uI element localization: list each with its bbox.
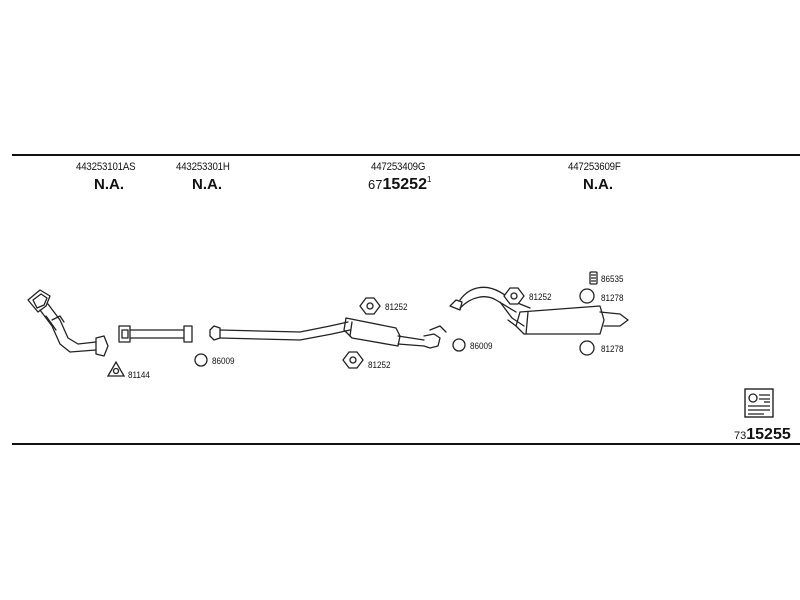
part-number-rear-silencer: 447253609F: [568, 161, 621, 173]
hardware-label-81252: 81252: [385, 302, 408, 312]
catalog-number: 7315255: [734, 426, 791, 443]
part-number-intermediate-pipe: 443253301H: [176, 161, 230, 173]
gasket-ring-86009-icon: [194, 353, 208, 367]
header-divider: [12, 154, 800, 156]
mounting-ring-81278-icon: [579, 340, 595, 356]
part-number-front-pipe: 443253101AS: [76, 161, 136, 173]
bracket-86535-icon: [589, 271, 598, 285]
part-availability-front-pipe: N.A.: [94, 176, 124, 193]
part-availability-rear-silencer: N.A.: [583, 176, 613, 193]
hardware-label-86535: 86535: [601, 274, 624, 284]
front-pipe-drawing: [27, 289, 109, 357]
hardware-label-81278: 81278: [601, 293, 624, 303]
hardware-label-86009: 86009: [212, 356, 235, 366]
footer-divider: [12, 443, 800, 445]
hardware-label-81252: 81252: [368, 360, 391, 370]
rubber-hanger-81252-icon: [342, 351, 364, 369]
middle-silencer-drawing: [209, 317, 447, 349]
rubber-hanger-81252-icon: [359, 297, 381, 315]
hardware-label-81278: 81278: [601, 344, 624, 354]
ref-code-middle-silencer: 67152521: [368, 175, 432, 193]
rubber-hanger-81252-icon: [503, 287, 525, 305]
hardware-label-81252: 81252: [529, 292, 552, 302]
hardware-label-81144: 81144: [128, 370, 150, 380]
intermediate-pipe-drawing: [118, 325, 193, 343]
catalog-book-icon: [744, 388, 774, 418]
rear-silencer-drawing: [449, 286, 629, 335]
gasket-ring-86009-icon: [452, 338, 466, 352]
hardware-label-86009: 86009: [470, 341, 493, 351]
part-number-middle-silencer: 447253409G: [371, 161, 426, 173]
part-availability-intermediate-pipe: N.A.: [192, 176, 222, 193]
mounting-ring-81278-icon: [579, 288, 595, 304]
